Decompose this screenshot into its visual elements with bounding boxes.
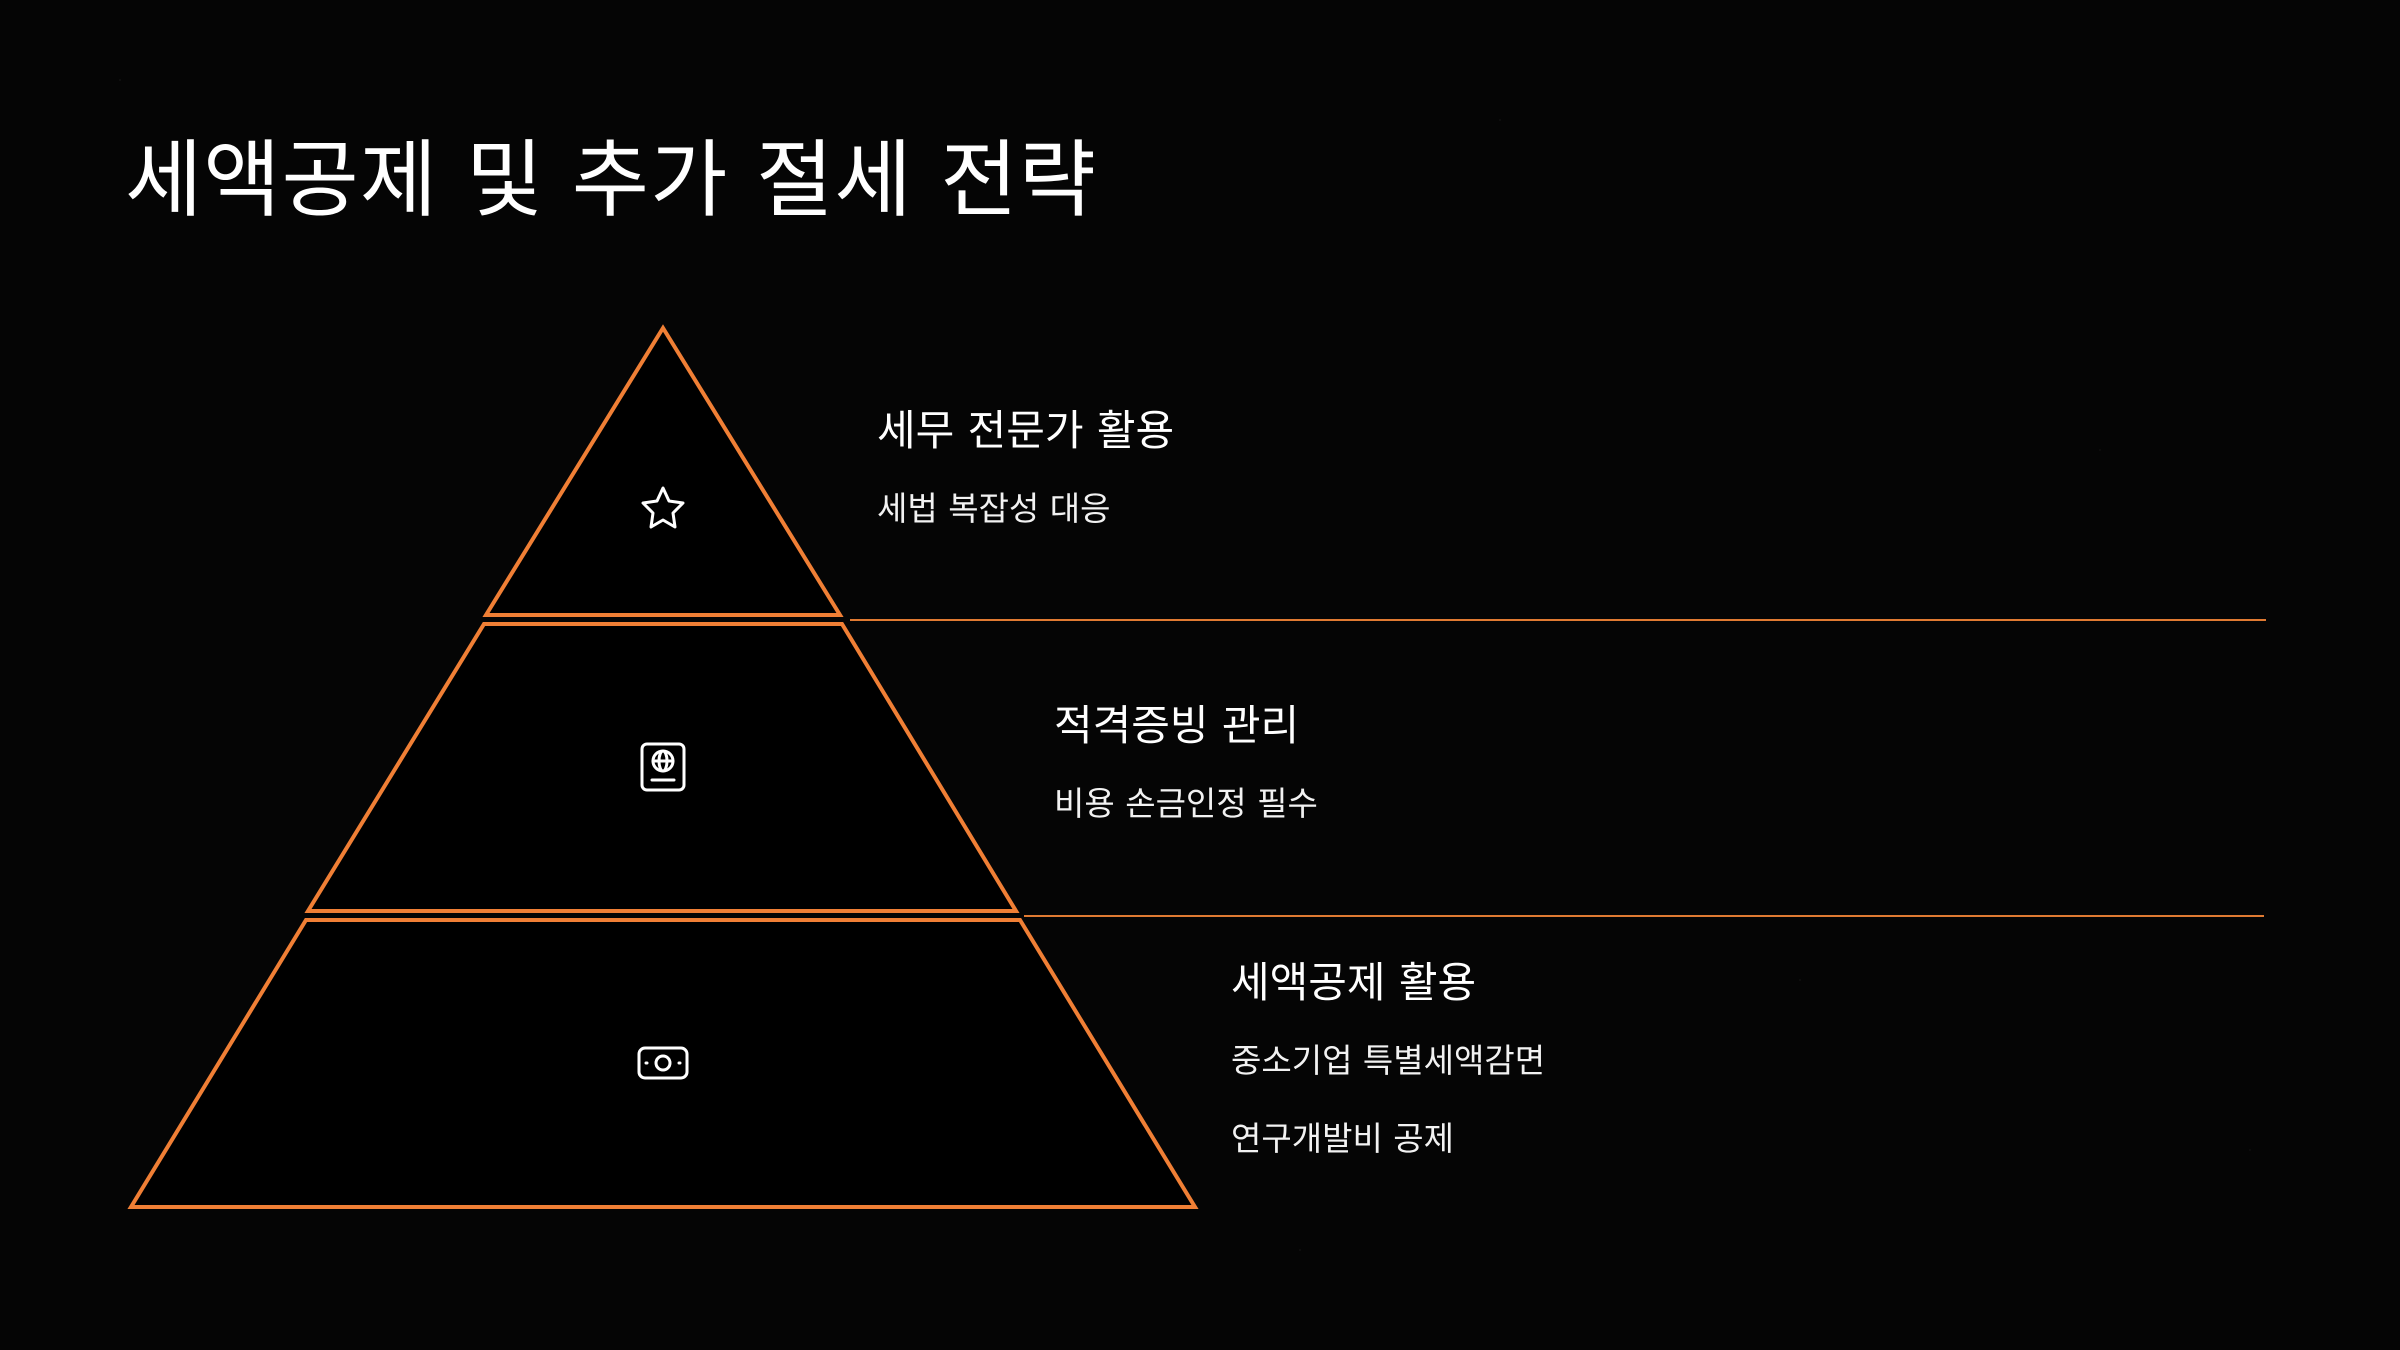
pyramid-tier-middle xyxy=(304,622,1020,913)
tier-2-item: 비용 손금인정 필수 xyxy=(1054,784,1318,823)
tier-3-item-1: 중소기업 특별세액감면 xyxy=(1231,1041,1546,1080)
passport-icon xyxy=(640,742,686,792)
pyramid-tier-top xyxy=(482,324,844,617)
money-icon xyxy=(637,1046,689,1080)
tier-divider-2 xyxy=(1024,915,2264,917)
tier-1-item: 세법 복잡성 대응 xyxy=(877,489,1111,528)
page-title: 세액공제 및 추가 절세 전략 xyxy=(125,131,1097,229)
tier-divider-1 xyxy=(850,619,2266,621)
tier-2-title: 적격증빙 관리 xyxy=(1054,701,1300,750)
tier-1-title: 세무 전문가 활용 xyxy=(877,406,1175,455)
tier-3-item-2: 연구개발비 공제 xyxy=(1231,1119,1455,1158)
star-icon xyxy=(641,486,685,529)
tier-3-title: 세액공제 활용 xyxy=(1231,958,1477,1007)
pyramid-tier-bottom xyxy=(127,918,1199,1209)
